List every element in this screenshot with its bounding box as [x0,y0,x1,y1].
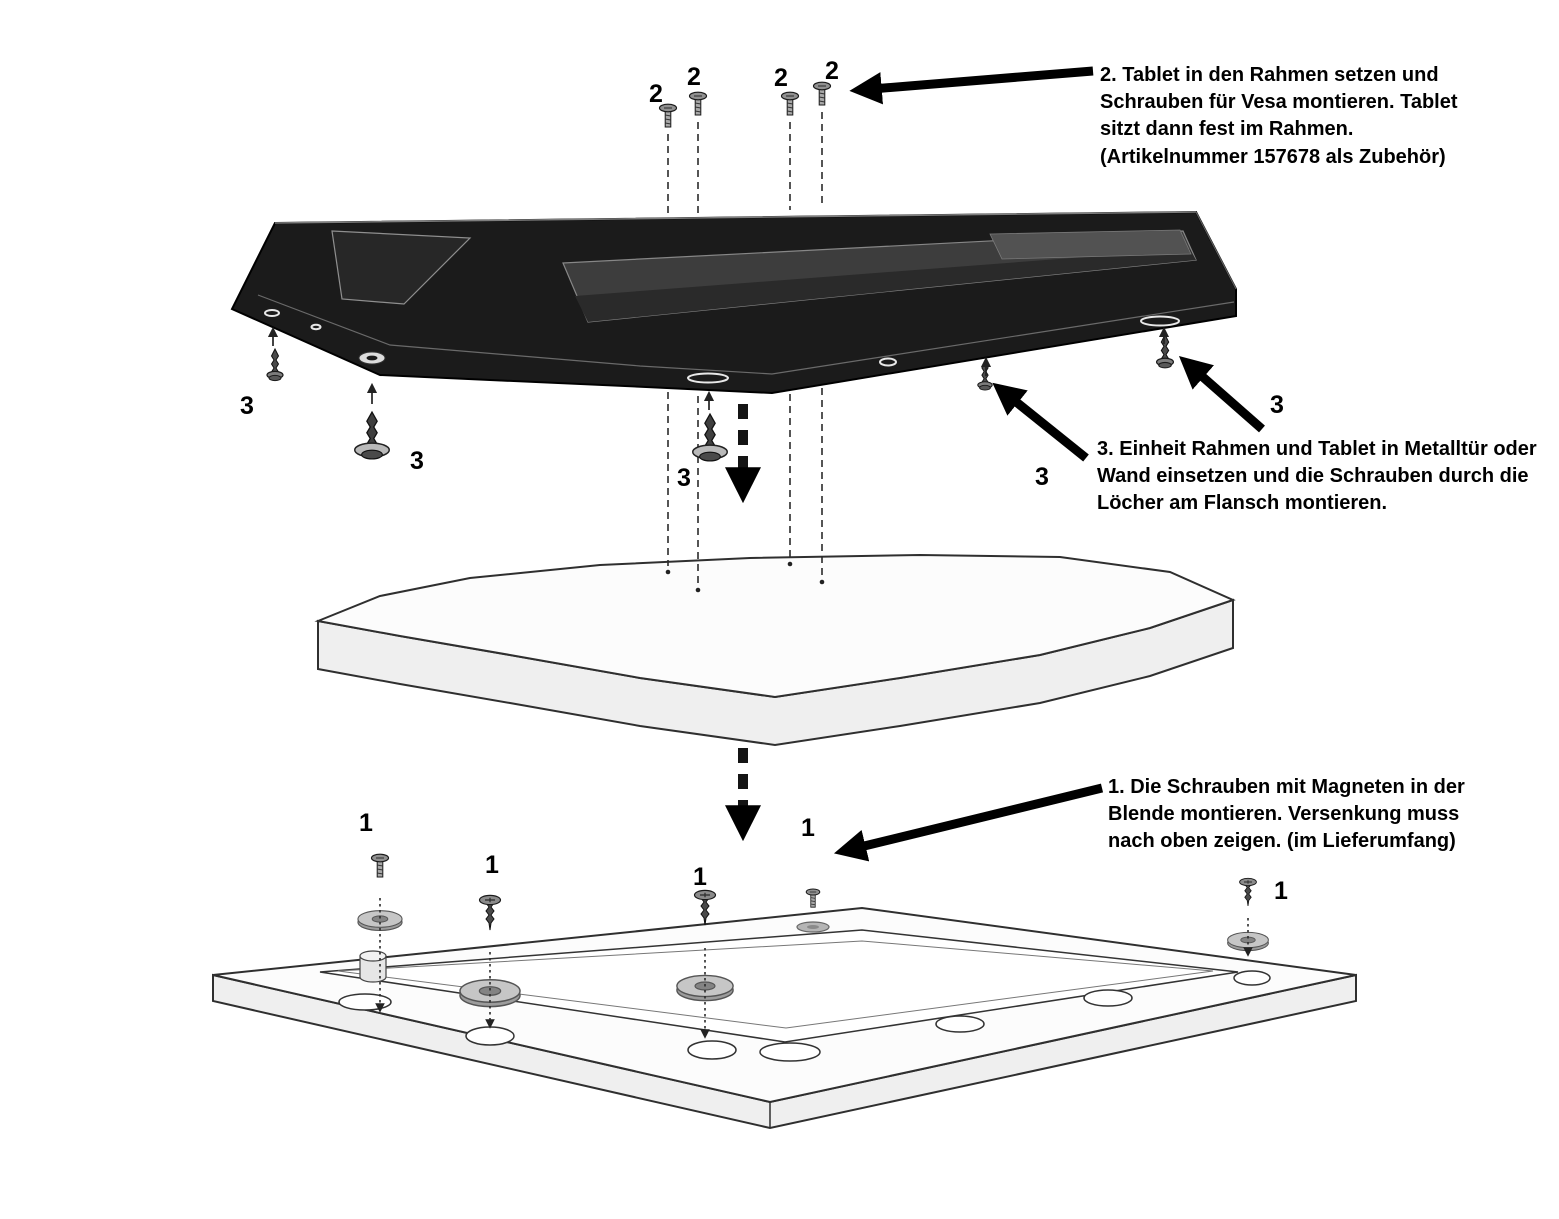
vesa-screw-icon [780,91,800,116]
cavity-ledge [989,229,1192,260]
bezel-corner-post [359,956,387,983]
magnet-ring [1227,931,1269,952]
screw-landing-dot [787,561,793,567]
bezel-hole [687,1040,737,1060]
vesa-screw-guides-lower [665,388,825,593]
bezel-frame [212,906,1357,1130]
callout-arrow-step3-right [1178,356,1265,433]
screw-landing-dot [665,569,671,575]
callout-arrow-step2 [849,66,1094,105]
flange-bend-line [257,294,1235,375]
flange-screw-icon [977,361,993,391]
flange-hole [879,357,897,367]
bezel-opening [319,929,1239,1043]
label-flange-screw: 3 [1270,391,1284,419]
note-step2: 2. Tablet in den Rahmen setzen und Schra… [1100,64,1458,168]
bezel-inner-lip [337,940,1214,1029]
screw-landing-dot [695,587,701,593]
vesa-screw-icon [688,91,708,116]
bezel-hole [935,1015,985,1033]
label-vesa-screw: 2 [649,80,663,108]
bezel-hole [465,1026,515,1046]
frame-corner-notch [331,230,472,305]
magnet-screw-icon [1239,877,1257,907]
part-number-labels: 2 2 2 2 3 3 3 3 3 1 1 1 1 1 [240,57,1288,905]
flange-grommet-hole [366,355,378,361]
flange-screw-icon [1155,334,1175,369]
label-vesa-screw: 2 [687,63,701,91]
label-magnet-screw: 1 [1274,877,1288,905]
magnet-ring [357,910,403,932]
label-magnet-screw: 1 [693,863,707,891]
label-flange-screw: 3 [1035,463,1049,491]
label-magnet-screw: 1 [359,809,373,837]
label-flange-screw: 3 [677,464,691,492]
flange-screw-icon [354,411,390,460]
vesa-screw-icon [812,81,832,106]
tablet-top [314,553,1236,699]
vesa-screw-guides-upper [667,112,823,222]
callout-arrow-step3-left [992,382,1089,462]
flange-hole [310,323,322,331]
flange-screw-icon [266,348,284,382]
bezel-hole [1233,970,1271,986]
flange-screws [266,326,1175,462]
label-magnet-screw: 1 [485,851,499,879]
callout-arrow-step1 [833,783,1104,862]
note-step3: 3. Einheit Rahmen und Tablet in Metalltü… [1097,438,1537,515]
flange-slot [1140,315,1180,327]
cavity-shadow [575,249,1196,322]
bezel-corner-post-top [359,950,387,962]
magnet-flat-hole [807,925,819,929]
screw-landing-dot [819,579,825,585]
label-vesa-screw: 2 [774,64,788,92]
label-vesa-screw: 2 [825,57,839,85]
magnet-screw-icon [370,853,390,878]
bezel-hole [338,993,392,1011]
flange-slot [687,372,729,384]
mounting-frame [230,210,1237,395]
tablet [314,553,1236,747]
magnet-screw-icon [693,889,717,926]
magnet-screw-icon [805,888,821,908]
label-flange-screw: 3 [240,392,254,420]
vesa-screws [658,81,832,128]
bezel-hole [1083,989,1133,1007]
bezel-hole [759,1042,821,1062]
note-step1: 1. Die Schrauben mit Magneten in der Ble… [1108,776,1465,853]
label-flange-screw: 3 [410,447,424,475]
magnet-screw-icon [478,894,502,931]
label-magnet-screw: 1 [801,814,815,842]
magnet-screws [357,853,1269,1039]
flange-hole [264,309,280,317]
